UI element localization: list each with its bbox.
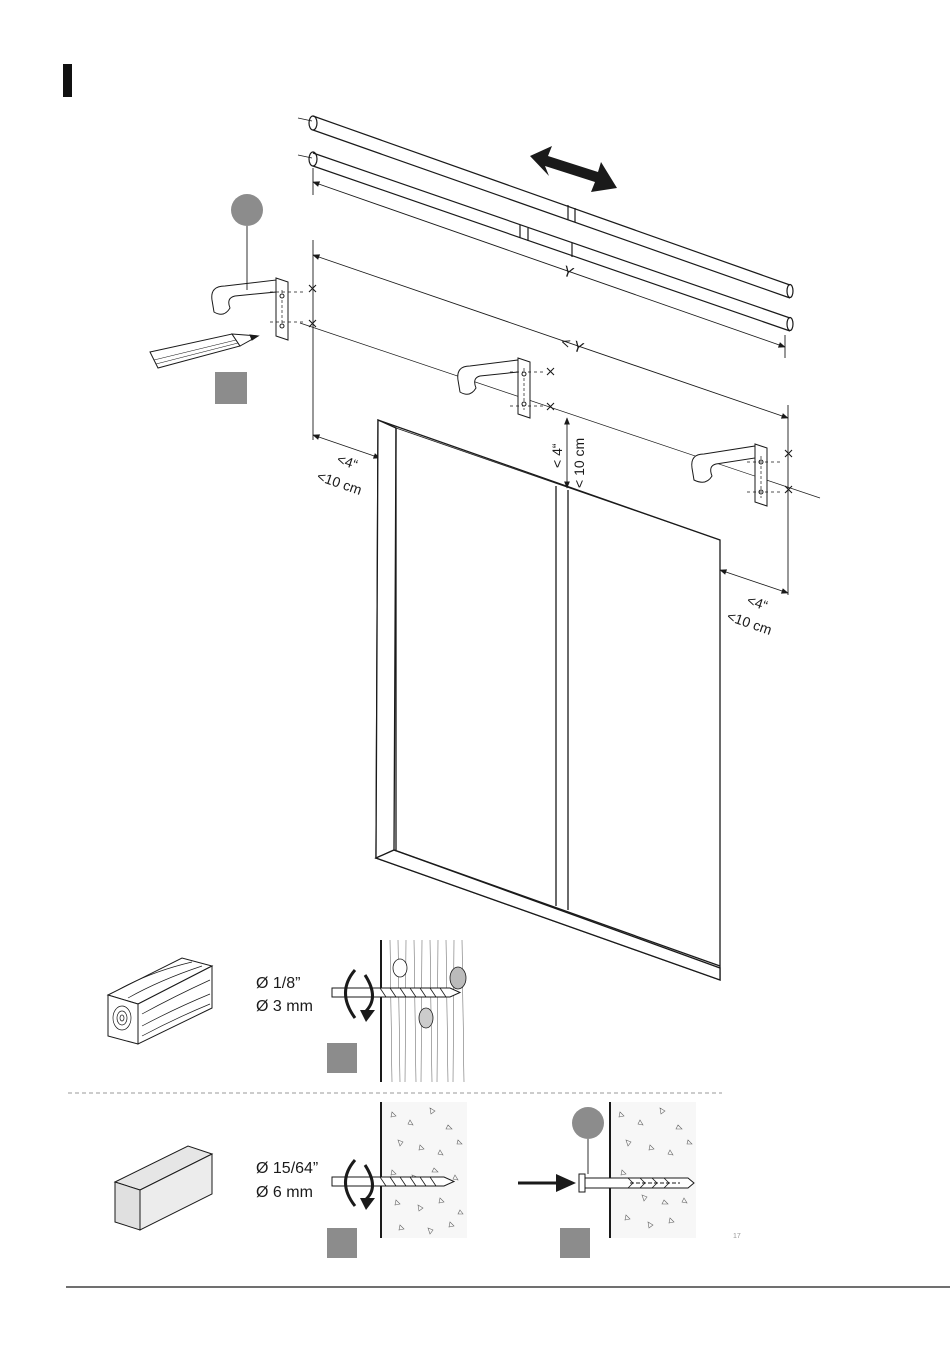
page-ref: 17 bbox=[733, 1233, 741, 1240]
step-box-mark bbox=[215, 372, 247, 404]
left-clearance-in: <4“ bbox=[335, 451, 360, 473]
callout-anchor bbox=[572, 1107, 604, 1174]
bracket-right bbox=[692, 444, 782, 506]
callout-bracket bbox=[231, 194, 263, 290]
wood-drill-metric: Ø 3 mm bbox=[256, 998, 313, 1015]
masonry-drill-imperial: Ø 15/64” bbox=[256, 1160, 318, 1177]
pencil-icon bbox=[150, 334, 258, 368]
center-clearance-cm: < 10 cm bbox=[571, 438, 587, 488]
right-clearance-cm: <10 cm bbox=[725, 608, 774, 638]
bracket-left bbox=[212, 278, 305, 340]
wood-block-icon bbox=[108, 958, 212, 1044]
push-arrow-icon bbox=[518, 1174, 576, 1192]
wood-drill-imperial: Ø 1/8” bbox=[256, 975, 300, 992]
concrete-wall-anchor bbox=[610, 1102, 696, 1238]
masonry-drill-icon bbox=[332, 1177, 454, 1186]
bracket-center bbox=[458, 358, 545, 418]
step-marker-bar bbox=[63, 64, 72, 97]
center-clearance-in: < 4“ bbox=[549, 443, 565, 468]
drill-icon bbox=[332, 988, 460, 997]
wood-wall bbox=[381, 940, 466, 1082]
concrete-wall bbox=[381, 1102, 467, 1238]
right-clearance-in: <4“ bbox=[745, 592, 770, 614]
masonry-step-box bbox=[327, 1228, 357, 1258]
y-less-label: < Y bbox=[559, 334, 586, 357]
masonry-drill-metric: Ø 6 mm bbox=[256, 1184, 313, 1201]
anchor-step-box bbox=[560, 1228, 590, 1258]
left-clearance-cm: <10 cm bbox=[315, 468, 364, 498]
window-frame bbox=[376, 420, 720, 980]
double-arrow-icon bbox=[530, 146, 617, 192]
y-rod-label: Y bbox=[561, 263, 576, 282]
curtain-rods bbox=[298, 116, 793, 331]
wood-step-box bbox=[327, 1043, 357, 1073]
brick-block-icon bbox=[115, 1146, 212, 1230]
